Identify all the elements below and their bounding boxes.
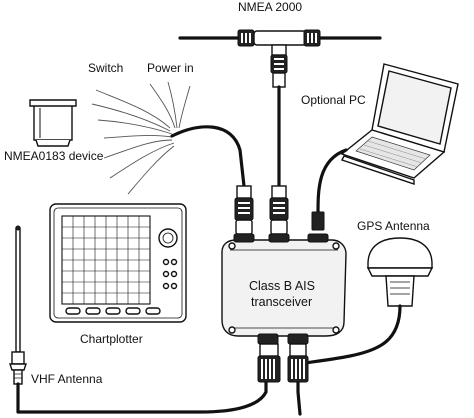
transceiver-bottom-connectors xyxy=(257,343,309,383)
switch-power-wires xyxy=(91,81,191,195)
vhf-antenna-label: VHF Antenna xyxy=(31,372,103,386)
nmea2000-backbone xyxy=(178,29,382,88)
power-in-label: Power in xyxy=(147,61,194,75)
nmea2000-label: NMEA 2000 xyxy=(238,0,302,14)
vhf-antenna xyxy=(9,225,27,385)
optional-pc-laptop xyxy=(340,63,459,185)
pc-connector xyxy=(311,211,325,231)
nmea0183-device xyxy=(29,99,77,147)
switch-label: Switch xyxy=(88,61,123,75)
gps-antenna xyxy=(366,237,434,307)
vhf-cable xyxy=(16,380,268,414)
chartplotter xyxy=(49,203,187,323)
chartplotter-label: Chartplotter xyxy=(80,332,143,346)
gps-antenna-label: GPS Antenna xyxy=(357,219,430,233)
pc-cable xyxy=(316,148,348,216)
transceiver-label-line1: Class B AIS xyxy=(249,279,315,293)
optional-pc-label: Optional PC xyxy=(301,93,366,107)
transceiver-label-line2: transceiver xyxy=(251,295,312,309)
transceiver-top-connectors xyxy=(234,185,289,235)
class-b-ais-transceiver xyxy=(221,233,347,345)
nmea0183-device-label: NMEA0183 device xyxy=(4,149,104,163)
power-data-cable xyxy=(170,125,246,188)
